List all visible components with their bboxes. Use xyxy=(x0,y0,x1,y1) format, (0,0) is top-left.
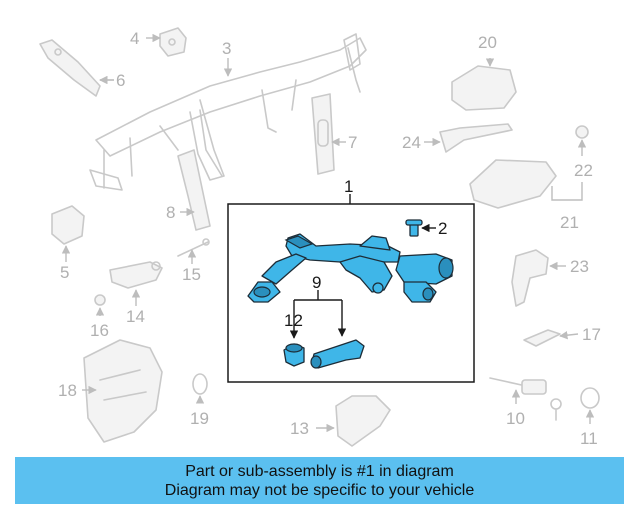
ring-part-22 xyxy=(575,125,589,139)
callout-10: 10 xyxy=(506,409,525,428)
callout-17: 17 xyxy=(582,325,601,344)
ghost-leader-lines xyxy=(61,33,595,433)
banner-line-2: Diagram may not be specific to your vehi… xyxy=(164,481,475,499)
callout-18: 18 xyxy=(58,381,77,400)
cover-part-18 xyxy=(83,339,163,443)
shaft-part-9 xyxy=(310,339,365,369)
callout-3: 3 xyxy=(222,39,231,58)
support-part-8 xyxy=(177,149,211,231)
parts-diagram: 3 4 6 7 8 5 15 14 16 18 19 13 20 24 22 2… xyxy=(39,27,601,448)
callout-22: 22 xyxy=(574,161,593,180)
callout-19: 19 xyxy=(190,409,209,428)
plate-part-7 xyxy=(311,93,335,175)
callout-8: 8 xyxy=(166,203,175,222)
info-banner: Part or sub-assembly is #1 in diagram Di… xyxy=(15,457,624,504)
callout-20: 20 xyxy=(478,33,497,52)
shroud-part-20 xyxy=(451,65,517,111)
callout-14: 14 xyxy=(126,307,145,326)
bracket-part-14 xyxy=(109,261,163,289)
bolt-part-2 xyxy=(405,219,436,237)
bushing-part-12 xyxy=(283,343,305,367)
bracket-part-13 xyxy=(335,395,391,447)
switch-part-24 xyxy=(439,123,513,153)
clip-part-16 xyxy=(94,294,106,306)
banner-line-1: Part or sub-assembly is #1 in diagram xyxy=(185,462,454,480)
cross-car-beam-part-3 xyxy=(89,33,367,191)
callout-1: 1 xyxy=(344,177,353,196)
callout-4: 4 xyxy=(130,29,139,48)
bracket-part-6 xyxy=(39,39,114,97)
sub-assembly-9-leaders xyxy=(289,290,347,339)
lock-cylinder-part-10 xyxy=(489,377,562,421)
housing-part-21 xyxy=(469,159,557,209)
steering-column-assembly xyxy=(247,233,454,303)
callout-16: 16 xyxy=(90,321,109,340)
callout-5: 5 xyxy=(60,263,69,282)
bracket-part-5 xyxy=(51,205,85,245)
grommet-part-19 xyxy=(192,373,208,395)
pad-part-17 xyxy=(523,329,561,347)
callout-7: 7 xyxy=(348,133,357,152)
callout-15: 15 xyxy=(182,265,201,284)
callout-9: 9 xyxy=(312,273,321,292)
callout-24: 24 xyxy=(402,133,421,152)
callout-13: 13 xyxy=(290,419,309,438)
grommet-part-11 xyxy=(580,387,600,409)
bracket-part-4 xyxy=(159,27,187,57)
bolt-part-15 xyxy=(177,238,210,257)
callout-12: 12 xyxy=(284,311,303,330)
callout-6: 6 xyxy=(116,71,125,90)
callout-2: 2 xyxy=(438,219,447,238)
callout-23: 23 xyxy=(570,257,589,276)
lever-part-23 xyxy=(511,249,549,307)
callout-21: 21 xyxy=(560,213,579,232)
callout-11: 11 xyxy=(580,429,598,448)
